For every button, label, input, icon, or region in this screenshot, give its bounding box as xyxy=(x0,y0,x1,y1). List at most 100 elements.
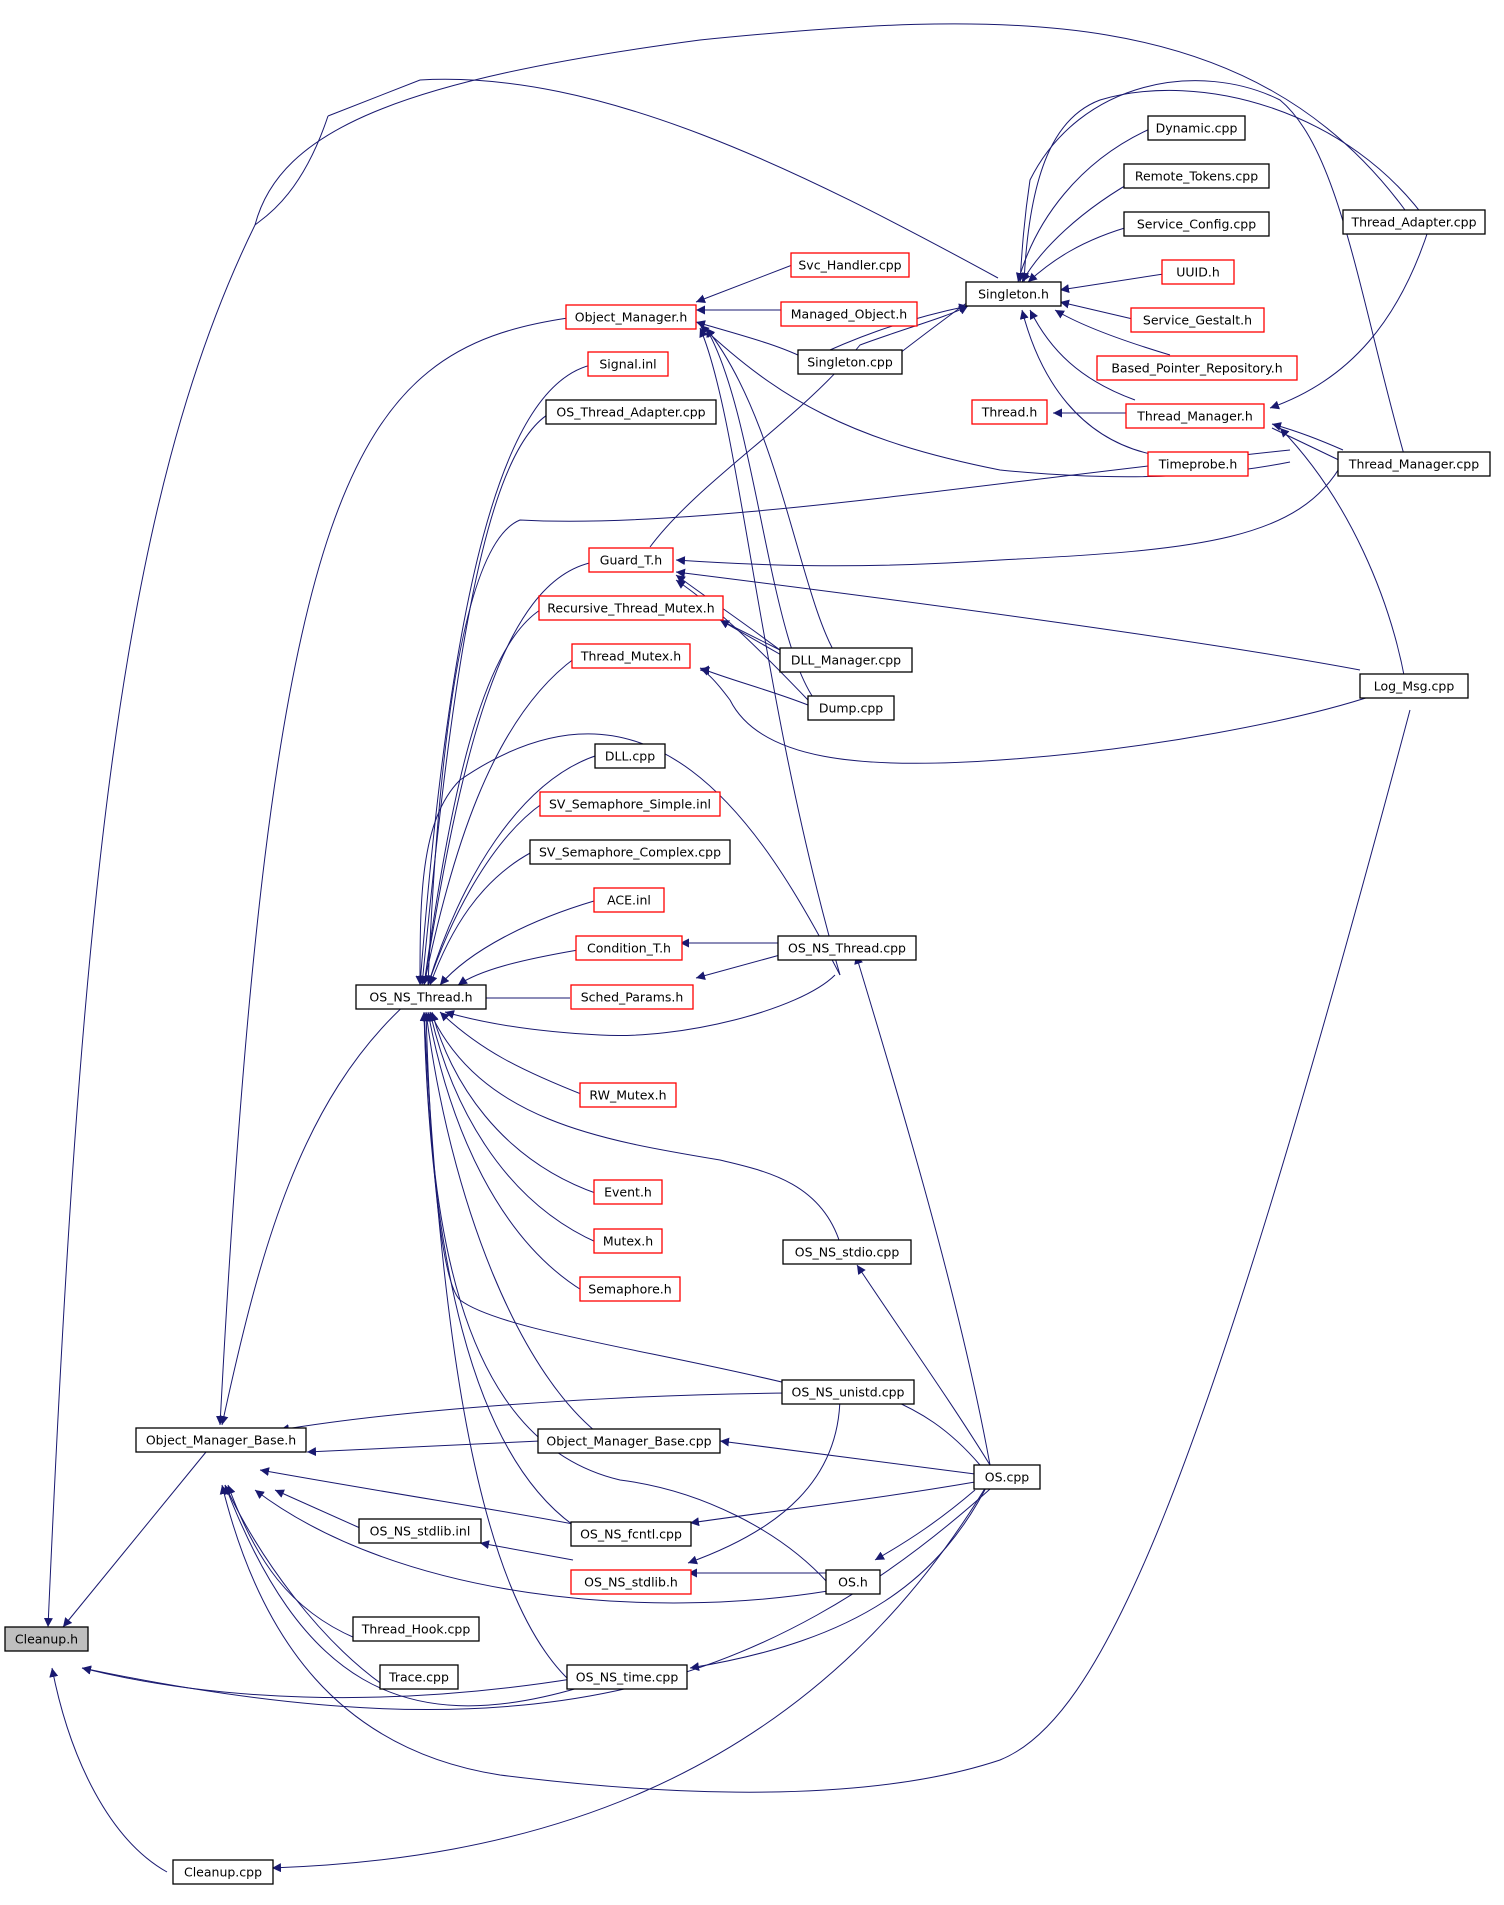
file-node-singleton-cpp[interactable]: Singleton.cpp xyxy=(797,349,903,375)
file-node-box xyxy=(135,1427,307,1453)
edge xyxy=(425,1011,584,1292)
edge xyxy=(719,619,791,661)
file-node-based-pointer-repository-h[interactable]: Based_Pointer_Repository.h xyxy=(1096,355,1298,381)
file-node-dump-cpp[interactable]: Dump.cpp xyxy=(807,695,895,721)
edge xyxy=(215,317,569,1426)
file-node-condition-t-h[interactable]: Condition_T.h xyxy=(575,935,683,961)
file-node-event-h[interactable]: Event.h xyxy=(593,1179,663,1205)
file-node-box xyxy=(790,252,910,278)
file-node-dynamic-cpp[interactable]: Dynamic.cpp xyxy=(1147,115,1246,141)
edge xyxy=(699,665,1376,764)
file-node-rw-mutex-h[interactable]: RW_Mutex.h xyxy=(579,1082,677,1108)
file-node-mutex-h[interactable]: Mutex.h xyxy=(593,1228,663,1254)
file-node-thread-h[interactable]: Thread.h xyxy=(971,399,1048,425)
file-node-svc-handler-cpp[interactable]: Svc_Handler.cpp xyxy=(790,252,910,278)
file-node-box xyxy=(973,1464,1041,1490)
edge xyxy=(420,609,541,986)
edge xyxy=(1271,422,1344,451)
file-node-os-ns-thread-cpp[interactable]: OS_NS_Thread.cpp xyxy=(777,935,917,961)
edge xyxy=(1019,309,1156,456)
file-node-os-ns-stdlib-h[interactable]: OS_NS_stdlib.h xyxy=(570,1569,692,1595)
file-node-sv-semaphore-complex-cpp[interactable]: SV_Semaphore_Complex.cpp xyxy=(529,839,731,865)
file-node-sched-params-h[interactable]: Sched_Params.h xyxy=(570,984,694,1010)
file-node-os-ns-unistd-cpp[interactable]: OS_NS_unistd.cpp xyxy=(781,1379,915,1405)
file-node-os-ns-thread-h[interactable]: OS_NS_Thread.h xyxy=(355,984,487,1010)
edge xyxy=(226,1484,356,1639)
file-node-os-cpp[interactable]: OS.cpp xyxy=(973,1464,1041,1490)
file-node-label: Thread_Mutex.h xyxy=(580,649,681,664)
file-node-object-manager-base-cpp[interactable]: Object_Manager_Base.cpp xyxy=(537,1428,721,1454)
file-node-label: Condition_T.h xyxy=(587,941,671,956)
file-node-box xyxy=(570,984,694,1010)
edge xyxy=(327,78,999,279)
file-node-label: Log_Msg.cpp xyxy=(1374,679,1455,694)
file-node-service-gestalt-h[interactable]: Service_Gestalt.h xyxy=(1130,307,1265,333)
file-node-thread-manager-cpp[interactable]: Thread_Manager.cpp xyxy=(1337,451,1491,477)
edge xyxy=(421,657,576,986)
file-node-label: Timeprobe.h xyxy=(1158,457,1238,472)
file-node-os-ns-stdio-cpp[interactable]: OS_NS_stdio.cpp xyxy=(782,1239,912,1265)
file-node-box xyxy=(545,399,717,425)
edge xyxy=(1027,224,1136,283)
edge xyxy=(1269,224,1431,410)
file-node-label: Semaphore.h xyxy=(588,1282,671,1297)
file-node-trace-cpp[interactable]: Trace.cpp xyxy=(379,1664,459,1690)
file-node-service-config-cpp[interactable]: Service_Config.cpp xyxy=(1123,211,1270,237)
file-node-semaphore-h[interactable]: Semaphore.h xyxy=(579,1276,681,1302)
file-node-os-ns-stdlib-inl[interactable]: OS_NS_stdlib.inl xyxy=(358,1518,482,1544)
file-node-box xyxy=(777,935,917,961)
file-node-remote-tokens-cpp[interactable]: Remote_Tokens.cpp xyxy=(1123,163,1270,189)
file-node-guard-t-h[interactable]: Guard_T.h xyxy=(588,547,674,573)
file-node-label: Remote_Tokens.cpp xyxy=(1135,169,1258,184)
file-node-object-manager-base-h[interactable]: Object_Manager_Base.h xyxy=(135,1427,307,1453)
edge xyxy=(224,1484,579,1707)
file-node-signal-inl[interactable]: Signal.inl xyxy=(587,351,669,377)
file-node-thread-manager-h[interactable]: Thread_Manager.h xyxy=(1125,403,1265,429)
file-node-cleanup-cpp[interactable]: Cleanup.cpp xyxy=(172,1859,274,1885)
file-node-label: DLL.cpp xyxy=(605,749,655,764)
file-node-os-ns-fcntl-cpp[interactable]: OS_NS_fcntl.cpp xyxy=(570,1521,692,1547)
file-node-box xyxy=(379,1664,459,1690)
edge xyxy=(429,1011,841,1244)
edge xyxy=(444,974,836,1037)
edge xyxy=(427,449,1291,986)
edge xyxy=(649,305,969,548)
edge xyxy=(675,568,1361,671)
file-node-managed-object-h[interactable]: Managed_Object.h xyxy=(780,301,918,327)
file-node-thread-hook-cpp[interactable]: Thread_Hook.cpp xyxy=(352,1616,480,1642)
edge xyxy=(271,1479,991,1873)
file-node-log-msg-cpp[interactable]: Log_Msg.cpp xyxy=(1359,673,1469,699)
edge xyxy=(254,1489,829,1604)
edge xyxy=(1029,309,1136,401)
edge xyxy=(426,802,544,986)
file-node-dll-manager-cpp[interactable]: DLL_Manager.cpp xyxy=(779,647,913,673)
file-node-label: Trace.cpp xyxy=(388,1670,449,1685)
file-node-thread-adapter-cpp[interactable]: Thread_Adapter.cpp xyxy=(1342,209,1486,235)
file-node-label: Singleton.h xyxy=(978,287,1049,302)
edge xyxy=(219,1001,409,1426)
file-node-box xyxy=(1161,259,1235,285)
file-node-box xyxy=(825,1569,881,1595)
file-node-os-ns-time-cpp[interactable]: OS_NS_time.cpp xyxy=(566,1664,688,1690)
edge xyxy=(1016,80,1406,459)
file-node-singleton-h[interactable]: Singleton.h xyxy=(965,281,1062,307)
file-node-thread-mutex-h[interactable]: Thread_Mutex.h xyxy=(571,643,691,669)
file-node-timeprobe-h[interactable]: Timeprobe.h xyxy=(1147,451,1249,477)
file-node-uuid-h[interactable]: UUID.h xyxy=(1161,259,1235,285)
file-node-ace-inl[interactable]: ACE.inl xyxy=(593,887,665,913)
edge xyxy=(306,1440,541,1457)
edge xyxy=(1059,299,1138,321)
file-node-os-thread-adapter-cpp[interactable]: OS_Thread_Adapter.cpp xyxy=(545,399,717,425)
edge xyxy=(418,411,553,986)
file-node-os-h[interactable]: OS.h xyxy=(825,1569,881,1595)
file-node-cleanup-h[interactable]: Cleanup.h xyxy=(4,1626,89,1652)
file-node-sv-semaphore-simple-inl[interactable]: SV_Semaphore_Simple.inl xyxy=(539,791,721,817)
file-node-recursive-thread-mutex-h[interactable]: Recursive_Thread_Mutex.h xyxy=(538,595,724,621)
file-node-box xyxy=(352,1616,480,1642)
file-node-dll-cpp[interactable]: DLL.cpp xyxy=(594,743,666,769)
file-node-box xyxy=(355,984,487,1010)
edge xyxy=(429,1011,599,1195)
file-node-object-manager-h[interactable]: Object_Manager.h xyxy=(565,304,697,330)
file-node-label: OS_NS_Thread.h xyxy=(369,990,472,1005)
dependency-edges xyxy=(43,23,1431,1873)
